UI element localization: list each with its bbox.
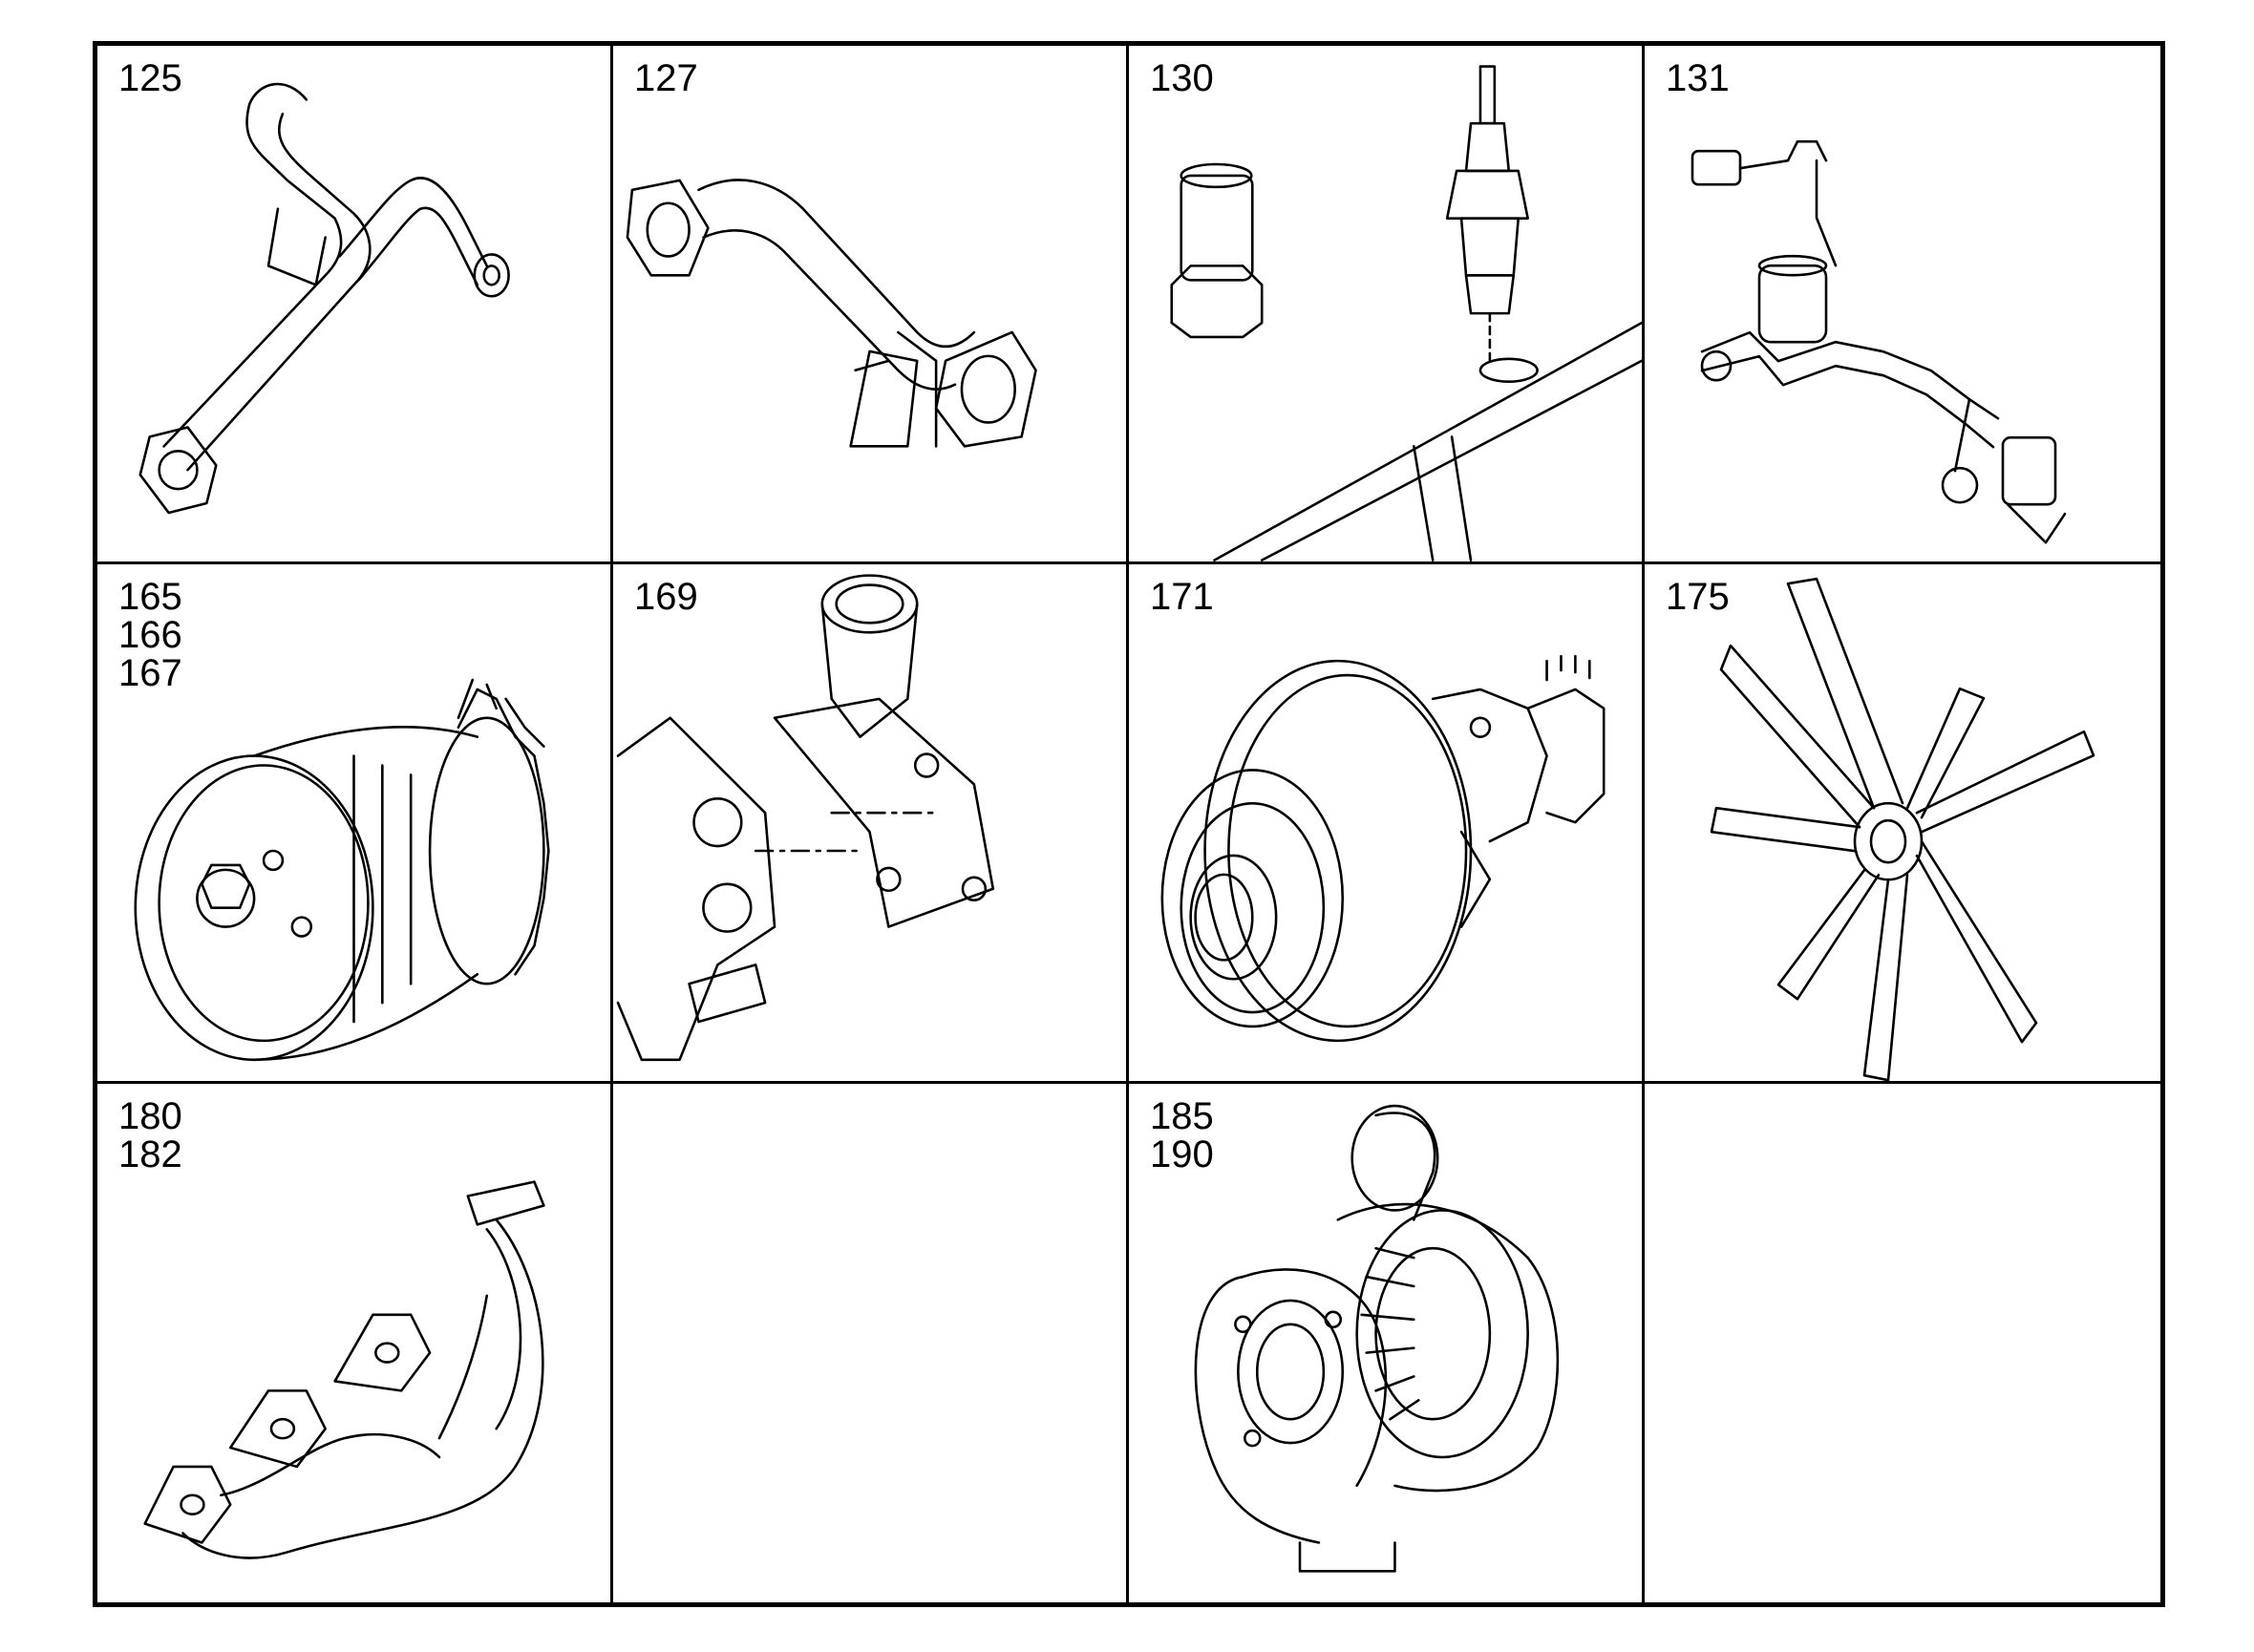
part-cell-131[interactable]: 131 xyxy=(1645,46,2160,565)
part-cell-127[interactable]: 127 xyxy=(613,46,1129,565)
part-number-list: 127 xyxy=(634,59,698,97)
empty-cell xyxy=(1645,1084,2160,1602)
part-cell-130[interactable]: 130 xyxy=(1129,46,1645,565)
empty-cell xyxy=(613,1083,1129,1602)
part-cell-180[interactable]: 180 182 xyxy=(97,1083,613,1602)
fan-icon xyxy=(1710,578,2095,1081)
glow-plug-icon xyxy=(1170,65,1642,561)
part-number: 175 xyxy=(1666,576,1730,619)
part-number: 185 xyxy=(1150,1094,1214,1137)
part-number: 180 xyxy=(118,1094,182,1137)
part-cell-175[interactable]: 175 xyxy=(1645,564,2160,1084)
part-number: 166 xyxy=(118,614,182,657)
part-number: 190 xyxy=(1150,1133,1214,1175)
part-number-list: 175 xyxy=(1666,578,1730,616)
part-number: 127 xyxy=(634,57,698,99)
part-cell-169[interactable]: 169 xyxy=(613,564,1129,1084)
part-number: 171 xyxy=(1150,576,1214,619)
part-cell-165[interactable]: 165 166 167 xyxy=(97,564,613,1084)
part-cell-171[interactable]: 171 xyxy=(1129,564,1645,1084)
part-number-list: 165 166 167 xyxy=(118,578,182,692)
part-number: 125 xyxy=(118,57,182,99)
part-number: 130 xyxy=(1150,57,1214,99)
part-number: 167 xyxy=(118,652,182,695)
y-pipe-icon xyxy=(626,179,1037,448)
part-number-list: 185 190 xyxy=(1150,1097,1214,1174)
part-number-list: 125 xyxy=(118,59,182,97)
part-number: 182 xyxy=(118,1133,182,1175)
part-number-list: 131 xyxy=(1666,59,1730,97)
part-number-list: 180 182 xyxy=(118,1097,182,1174)
part-number-list: 169 xyxy=(634,578,698,616)
fan-clutch-icon xyxy=(134,679,550,1062)
part-number-list: 171 xyxy=(1150,578,1214,616)
part-number-list: 130 xyxy=(1150,59,1214,97)
part-number: 169 xyxy=(634,576,698,619)
part-number: 131 xyxy=(1666,57,1730,99)
water-pump-icon xyxy=(1160,655,1605,1043)
part-cell-125[interactable]: 125 xyxy=(97,46,613,565)
injector-line-icon xyxy=(1690,139,2067,544)
turbocharger-icon xyxy=(1194,1104,1560,1573)
exhaust-manifold-icon xyxy=(143,1179,545,1559)
part-cell-185[interactable]: 185 190 xyxy=(1129,1083,1645,1602)
thermostat-housing-icon xyxy=(616,574,995,1062)
exhaust-pipe-icon xyxy=(138,82,510,515)
part-number: 165 xyxy=(118,576,182,619)
parts-grid: 125 127 xyxy=(93,41,2165,1607)
